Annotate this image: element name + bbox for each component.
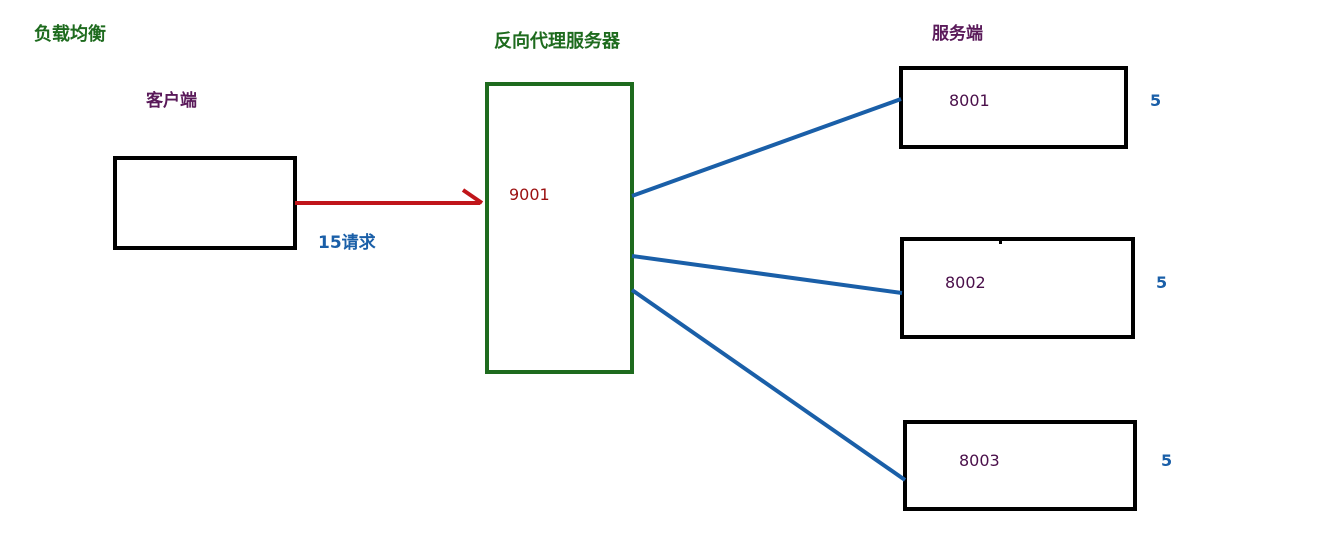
distribution-line-8001	[631, 97, 902, 198]
server-count-8002: 5	[1156, 273, 1168, 292]
server-count-8001: 5	[1150, 91, 1162, 110]
request-label: 15请求	[318, 233, 376, 253]
box-mark	[999, 240, 1002, 244]
server-port-8001: 8001	[949, 91, 990, 110]
distribution-line-8002	[631, 254, 903, 295]
server-box-8002	[900, 237, 1135, 339]
proxy-box	[485, 82, 634, 374]
server-port-8003: 8003	[959, 451, 1000, 470]
proxy-label: 反向代理服务器	[494, 31, 620, 52]
client-box	[113, 156, 297, 250]
server-port-8002: 8002	[945, 273, 986, 292]
server-count-8003: 5	[1161, 451, 1173, 470]
client-label: 客户端	[146, 91, 197, 111]
distribution-line-8003	[630, 288, 907, 482]
proxy-port: 9001	[509, 185, 550, 204]
server-box-8001	[899, 66, 1128, 149]
servers-label: 服务端	[932, 24, 983, 44]
diagram-title: 负载均衡	[34, 24, 106, 45]
request-arrow-head	[461, 188, 484, 205]
server-box-8003	[903, 420, 1137, 511]
